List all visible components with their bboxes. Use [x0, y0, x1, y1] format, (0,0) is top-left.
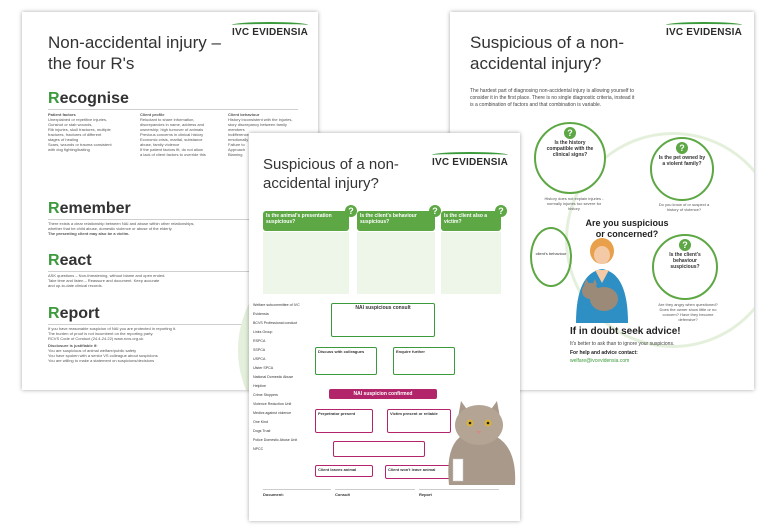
footer-document: Document:	[263, 489, 331, 516]
footer-report: Report	[419, 489, 499, 516]
react-heading: React	[48, 252, 92, 269]
question-partial-circle: client's behaviour	[530, 227, 572, 287]
poster-title: Suspicious of a non-accidental injury?	[470, 33, 625, 73]
divider	[48, 324, 298, 325]
enquire-further-box: Enquire further	[393, 347, 455, 375]
animal-criteria-panel	[263, 232, 349, 294]
client-behaviour-column: Client behaviour History inconsistent wi…	[228, 112, 293, 157]
nai-flowchart-poster: IVC EVIDENSIA Suspicious of a non-accide…	[249, 133, 520, 521]
question-history-circle: ? Is the history compatible with the cli…	[534, 122, 606, 194]
question-victim-header: Is the client also a victim?	[441, 211, 501, 231]
question-history-detail: History does not explain injuries - norm…	[544, 196, 604, 211]
patient-factors-column: Patient factors Unexplained or repetitiv…	[48, 112, 112, 152]
question-violent-family-circle: ? Is the pet owned by a violent family?	[650, 137, 714, 201]
ivc-evidensia-logo: IVC EVIDENSIA	[232, 22, 308, 38]
ivc-evidensia-logo: IVC EVIDENSIA	[432, 152, 508, 168]
victim-criteria-panel	[441, 232, 501, 294]
footer-consult: Consult	[335, 489, 415, 516]
client-leaves-animal-box: Client leaves animal	[315, 465, 373, 477]
client-profile-column: Client profile Reluctant to share inform…	[140, 112, 206, 157]
question-mark-icon: ?	[345, 205, 357, 217]
intro-text: The hardest part of diagnosing non-accid…	[470, 88, 635, 108]
contact-email[interactable]: welfare@ivcevidensia.com	[570, 358, 630, 364]
question-violent-family-detail: Do you know of or suspect a history of v…	[658, 202, 710, 212]
centre-question: Are you suspicious or concerned?	[585, 218, 669, 239]
contact-label: For help and advice contact:	[570, 350, 638, 356]
action-box	[333, 441, 425, 457]
report-text: If you have reasonable suspicion of NAI …	[48, 326, 177, 363]
advice-subtext: It's better to ask than to ignore your s…	[570, 341, 675, 347]
divider	[48, 109, 298, 110]
divider	[48, 219, 298, 220]
question-mark-icon: ?	[495, 205, 507, 217]
nai-suspicious-consult-box: NAI suspicious consult	[331, 303, 435, 337]
victim-present-box: Victim present or reliable	[387, 409, 451, 433]
divider	[48, 271, 298, 272]
recognise-heading: Recognise	[48, 90, 129, 107]
perpetrator-present-box: Perpetrator present	[315, 409, 373, 433]
report-heading: Report	[48, 305, 100, 322]
nai-suspicion-confirmed-banner: NAI suspicion confirmed	[329, 389, 437, 399]
question-behaviour-detail: Are they angry when questioned? Does the…	[658, 302, 718, 322]
question-behaviour-header: Is the client's behaviour suspicious?	[357, 211, 435, 231]
advice-heading: If in doubt seek advice!	[570, 326, 681, 337]
cat-illustration	[448, 401, 516, 485]
remember-heading: Remember	[48, 200, 131, 217]
poster-title: Suspicious of a non-accidental injury?	[263, 156, 399, 192]
behaviour-criteria-panel	[357, 232, 435, 294]
vet-nurse-with-cat-illustration	[576, 238, 628, 323]
ivc-evidensia-logo: IVC EVIDENSIA	[666, 22, 742, 38]
discuss-with-colleagues-box: Discuss with colleagues	[315, 347, 377, 375]
contacts-column: Welfare subcommittee of IVC Evidensia BC…	[253, 303, 300, 451]
remember-text: There exists a clear relationship betwee…	[48, 221, 195, 236]
question-mark-icon: ?	[429, 205, 441, 217]
poster-title: Non-accidental injury – the four R's	[48, 33, 221, 73]
question-animal-header: Is the animal's presentation suspicious?	[263, 211, 349, 231]
react-text: ASK questions – Non-threatening, without…	[48, 273, 166, 288]
question-behaviour-circle: ? Is the client's behaviour suspicious?	[652, 234, 718, 300]
